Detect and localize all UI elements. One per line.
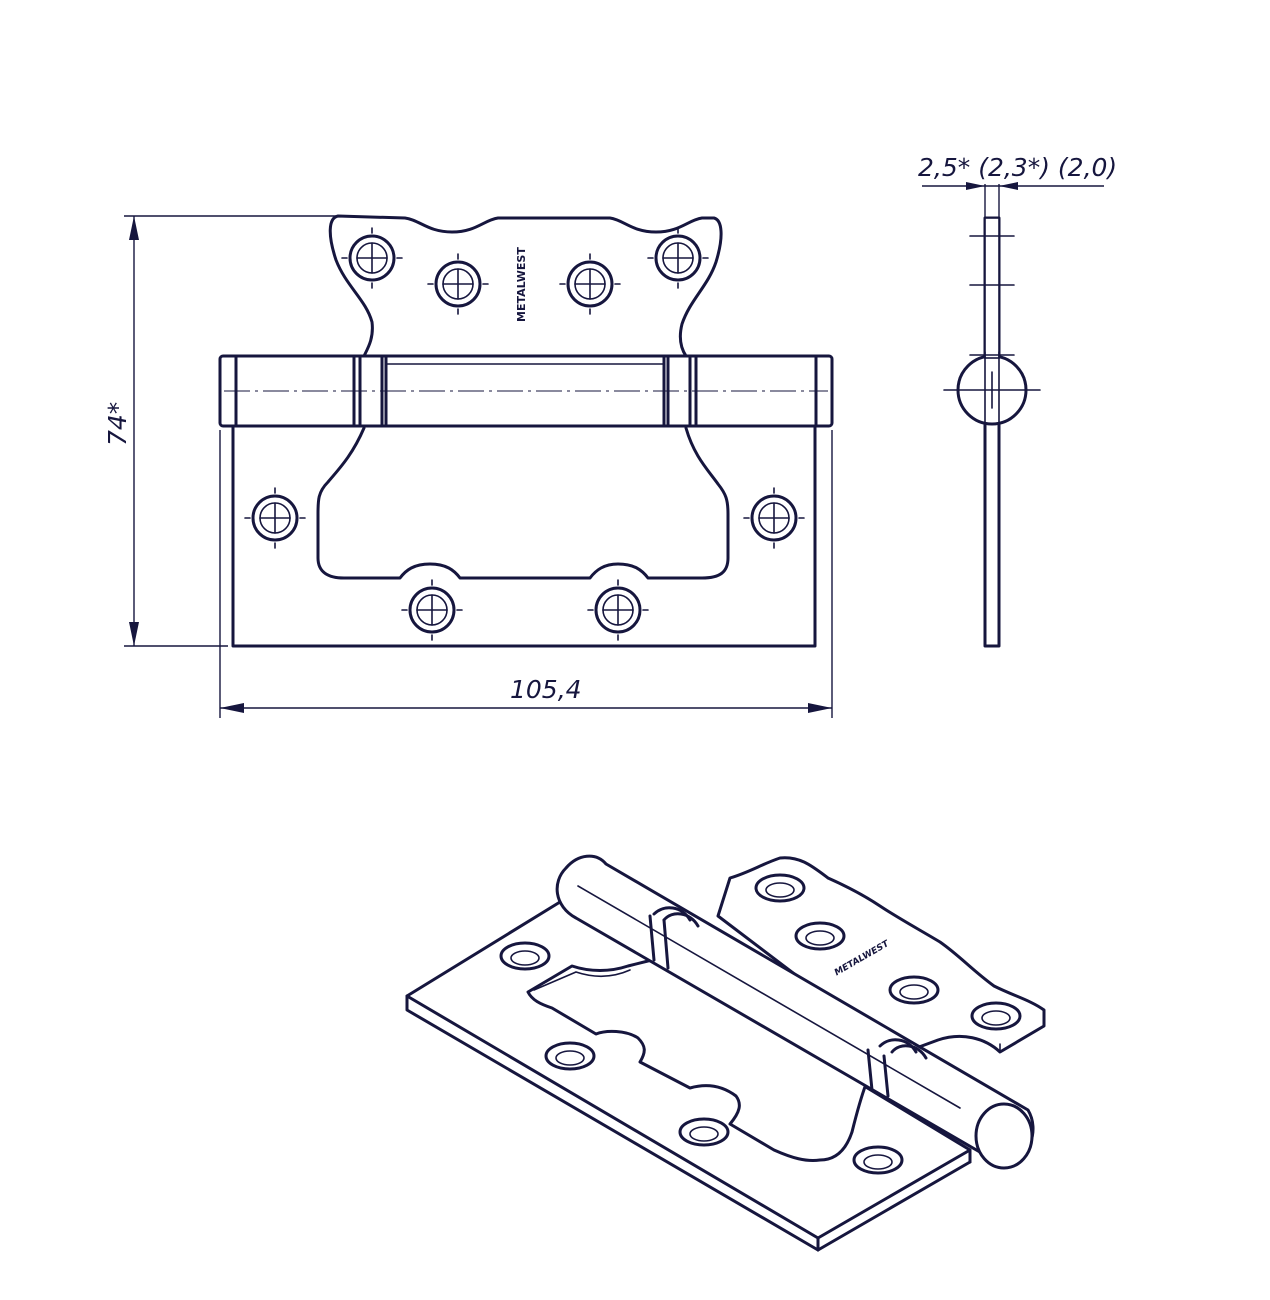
height-dimension-label: 74* (103, 402, 132, 446)
width-dimension-label: 105,4 (510, 675, 582, 704)
isometric-view: METALWEST (405, 854, 1046, 1252)
screw-hole (244, 487, 306, 549)
thickness-dimension-label: 2,5* (2,3*) (2,0) (918, 153, 1117, 182)
front-screw-holes (244, 227, 805, 641)
iso-screw-hole (678, 1117, 730, 1147)
iso-screw-hole (794, 921, 846, 951)
screw-hole (743, 487, 805, 549)
thickness-dimension: 2,5* (2,3*) (2,0) (918, 153, 1117, 218)
iso-screw-hole (970, 1001, 1022, 1031)
upper-leaf (328, 214, 723, 358)
iso-lower-cutout (526, 958, 868, 1162)
screw-hole (427, 253, 489, 315)
hinge-barrel (218, 354, 834, 428)
screw-hole (401, 579, 463, 641)
iso-screw-hole (888, 975, 940, 1005)
screw-hole (559, 253, 621, 315)
iso-screw-hole (499, 941, 551, 971)
lower-leaf-cutout (316, 426, 730, 580)
screw-hole (587, 579, 649, 641)
lower-leaf (231, 424, 817, 648)
brand-label: METALWEST (515, 247, 528, 322)
front-view: METALWEST (218, 214, 834, 648)
iso-hinge-barrel (555, 854, 1035, 1170)
screw-hole (647, 227, 709, 289)
width-dimension: 105,4 (219, 430, 833, 718)
iso-screw-holes (499, 873, 1022, 1175)
screw-hole (341, 227, 403, 289)
iso-screw-hole (544, 1041, 596, 1071)
side-view (943, 216, 1041, 648)
iso-screw-hole (852, 1145, 904, 1175)
iso-screw-hole (754, 873, 806, 903)
height-dimension: 74* (103, 215, 340, 647)
